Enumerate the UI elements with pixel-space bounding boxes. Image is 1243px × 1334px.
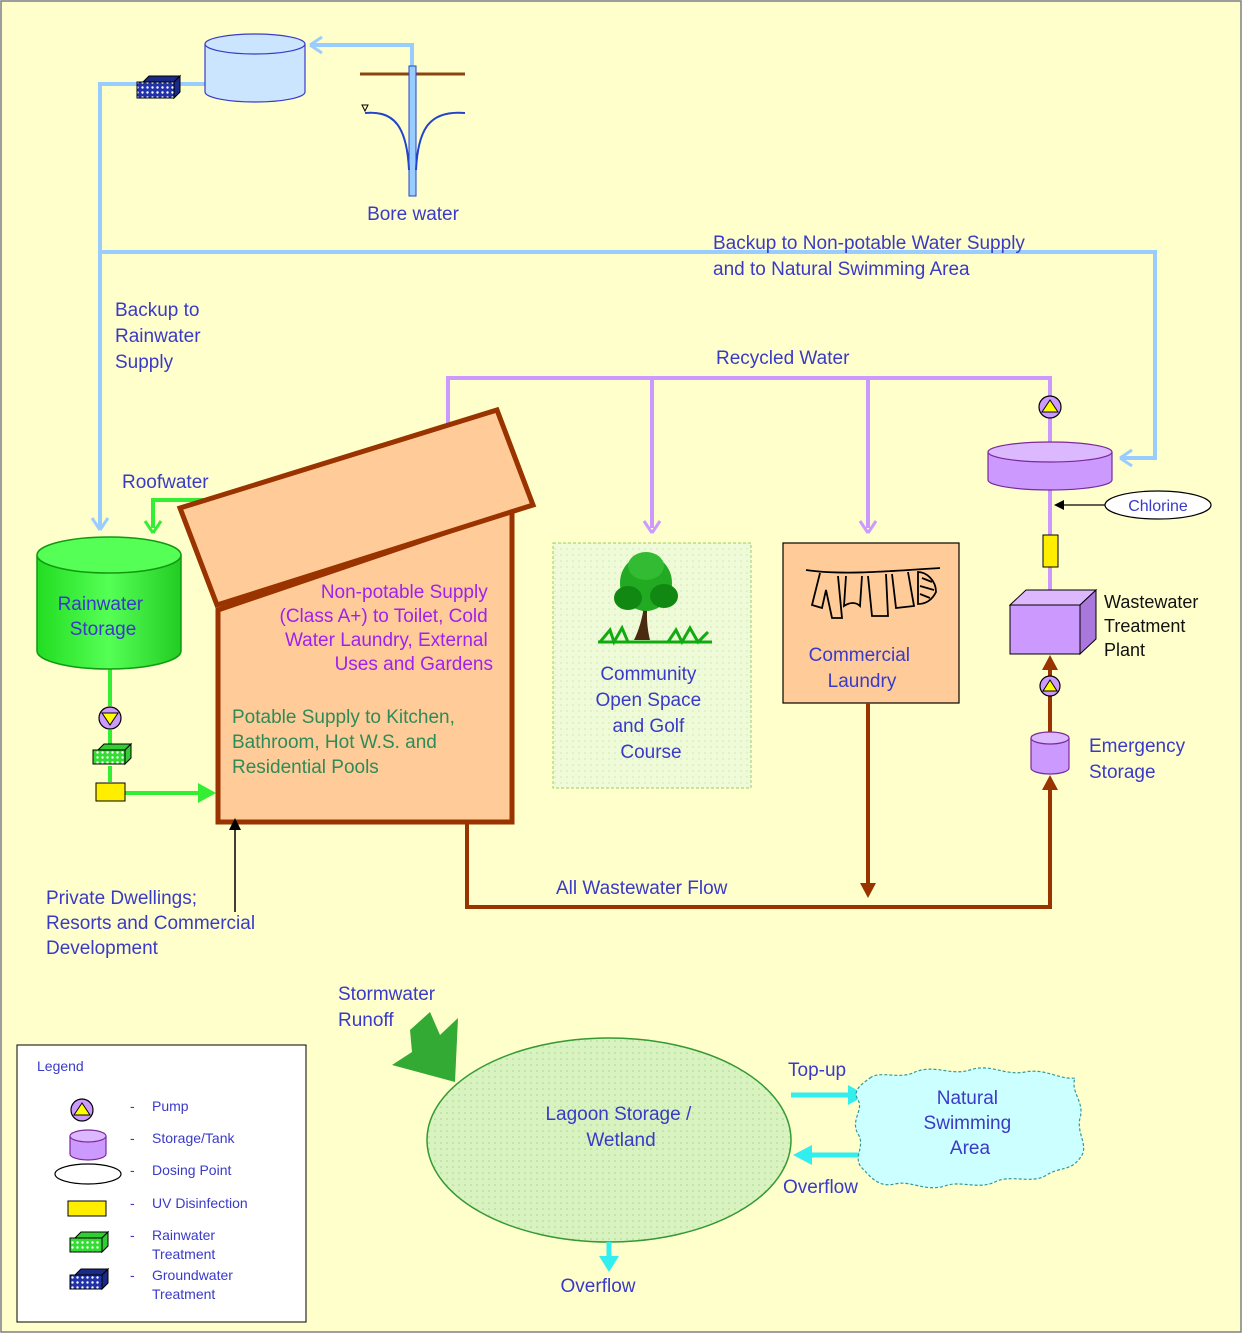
label-stormwater: Stormwater Runoff (338, 984, 440, 1031)
building-roof (176, 406, 537, 609)
overflow-down-head (599, 1256, 619, 1272)
pump-icon (70, 1098, 94, 1122)
roofwater-lines (108, 498, 215, 795)
dosing-point-icon (54, 1163, 122, 1185)
legend-title: Legend (37, 1058, 84, 1074)
dwellings-pointer-head (229, 818, 241, 830)
rainwater-pump-icon (98, 706, 122, 730)
label-overflow-bottom: Overflow (561, 1276, 636, 1297)
label-topup: Top-up (788, 1060, 846, 1081)
rainwater-treatment-icon (92, 742, 133, 766)
legend-dash-storage: - (130, 1130, 135, 1146)
legend-dash-pump: - (130, 1098, 135, 1114)
label-overflow-right: Overflow (783, 1177, 858, 1198)
label-rainwater-storage: Rainwater Storage (58, 594, 149, 640)
rainwater-storage-tank (36, 536, 182, 670)
legend-label-rainwater: Rainwater Treatment (152, 1227, 219, 1262)
legend-label-uv: UV Disinfection (152, 1195, 248, 1211)
wastewater-arrow-up-emergency (1042, 775, 1058, 790)
groundwater-treatment-icon (136, 74, 182, 100)
bore-well-icon (360, 65, 466, 197)
label-potable-supply: Potable Supply to Kitchen, Bathroom, Hot… (232, 707, 460, 778)
wastewater-lines (465, 668, 1052, 909)
label-dwellings: Private Dwellings; Resorts and Commercia… (46, 888, 260, 959)
label-roofwater: Roofwater (122, 472, 209, 493)
arrow-to-building (198, 783, 216, 803)
bore-storage-tank (204, 33, 306, 103)
storage-tank-icon (69, 1129, 107, 1161)
label-commercial-laundry: Commercial Laundry (809, 645, 916, 692)
label-recycled-water: Recycled Water (716, 348, 850, 369)
legend-dash-rainwater: - (130, 1227, 135, 1243)
recycled-storage-tank (987, 441, 1113, 491)
label-chlorine: Chlorine (1128, 498, 1188, 515)
label-wwtp: Wastewater Treatment Plant (1104, 592, 1203, 660)
emergency-storage-tank (1030, 731, 1070, 775)
legend-dash-dosing: - (130, 1162, 135, 1178)
rainwater-uv-icon (95, 782, 126, 802)
wastewater-pump-icon (1039, 675, 1061, 697)
uv-disinfection-icon (67, 1200, 107, 1217)
label-community: Community Open Space and Golf Course (596, 664, 707, 763)
wastewater-arrow-down (860, 883, 876, 898)
stormwater-arrow (392, 1012, 458, 1082)
label-backup-rainwater: Backup to Rainwater Supply (115, 300, 206, 373)
commercial-laundry-box (782, 542, 960, 704)
tree-icon (598, 552, 712, 646)
label-bore-water: Bore water (367, 204, 460, 225)
legend-label-dosing: Dosing Point (152, 1162, 231, 1178)
label-lagoon: Lagoon Storage / Wetland (545, 1104, 696, 1151)
laundry-clothesline-icon (805, 567, 941, 619)
legend-dash-uv: - (130, 1195, 135, 1211)
label-emergency-storage: Emergency Storage (1089, 736, 1190, 783)
rainwater-treatment-icon (69, 1230, 110, 1254)
legend-dash-groundwater: - (130, 1267, 135, 1283)
label-nonpotable-supply: Non-potable Supply (Class A+) to Toilet,… (280, 582, 494, 675)
legend-label-groundwater: Groundwater Treatment (152, 1267, 237, 1302)
chlorine-dosing-point (1054, 490, 1212, 520)
wastewater-treatment-plant-box (1008, 588, 1098, 656)
legend: Legend - Pump - Storage/Tank - Dosing Po… (16, 1044, 307, 1323)
legend-label-pump: Pump (152, 1098, 189, 1114)
natural-swimming-area (854, 1067, 1085, 1189)
recycled-pump-icon (1038, 395, 1062, 419)
recycled-uv-icon (1042, 534, 1059, 568)
overflow-arrow-head (793, 1145, 812, 1165)
wastewater-arrow-up-plant (1042, 655, 1058, 670)
legend-box (16, 1044, 307, 1323)
label-swim: Natural Swimming Area (924, 1088, 1017, 1159)
legend-label-storage: Storage/Tank (152, 1130, 235, 1146)
groundwater-treatment-icon (69, 1267, 110, 1291)
label-all-wastewater: All Wastewater Flow (556, 878, 728, 899)
label-backup-nonpotable: Backup to Non-potable Water Supply and t… (713, 233, 1030, 280)
